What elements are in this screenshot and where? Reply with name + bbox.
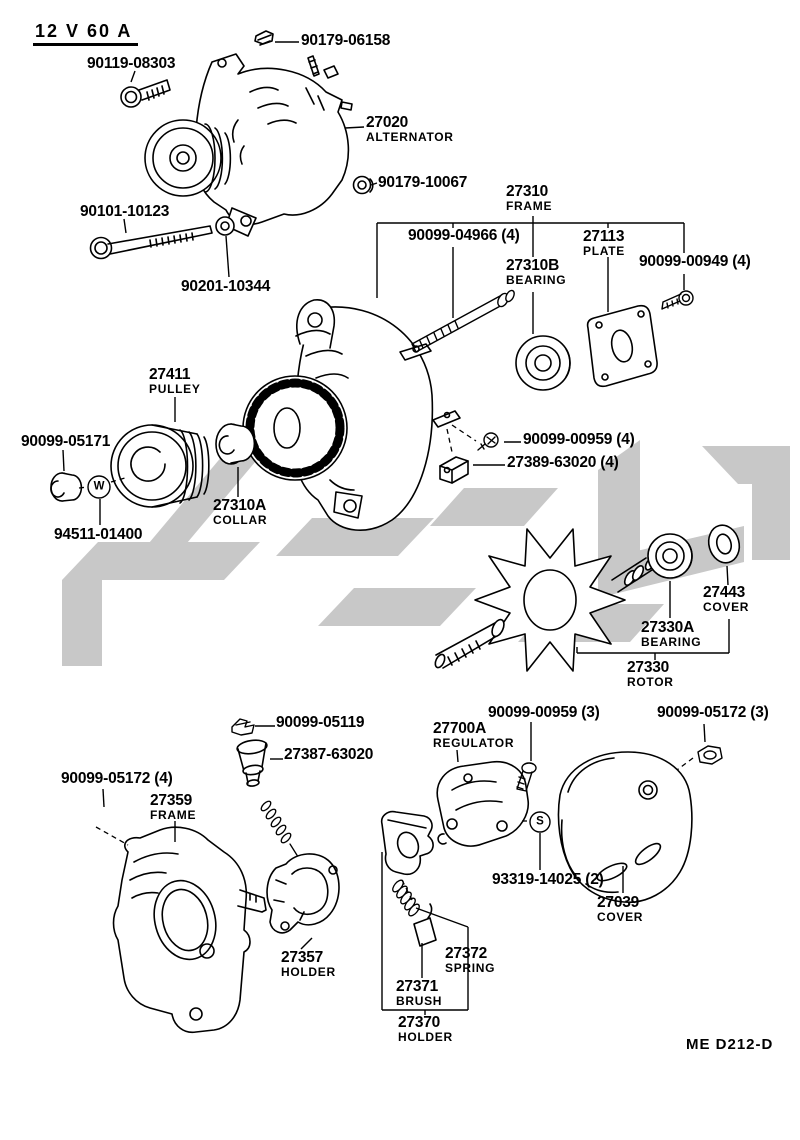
collar-drawing [215, 423, 256, 465]
front-bearing-drawing [515, 335, 571, 391]
long-bolt-icon [89, 225, 213, 260]
clip-icon-05119 [231, 718, 255, 736]
rotor-drawing [434, 528, 656, 672]
spring-screw-drawing [260, 800, 301, 861]
rear-cover-drawing [557, 751, 693, 903]
wing-nut-icon [254, 30, 274, 46]
screw-symbol: S [536, 815, 544, 828]
screw-icon-00959-4 [477, 432, 499, 451]
bolt-icon-90119 [120, 79, 171, 108]
label-90099-05172-3: 90099-05172 (3) [657, 704, 769, 721]
label-90099-04966: 90099-04966 (4) [408, 227, 520, 244]
label-90099-05171: 90099-05171 [21, 433, 111, 450]
bolt-icon-00949 [661, 290, 694, 310]
label-90099-00959-4: 90099-00959 (4) [523, 431, 635, 448]
front-frame-drawing [242, 299, 461, 531]
label-27387-63020: 27387-63020 [284, 746, 374, 763]
stud-icon-04966 [411, 289, 515, 353]
label-94511-01400: 94511-01400 [54, 526, 143, 543]
screw-icon-00959-3 [516, 762, 537, 792]
nut-icon-05171 [50, 472, 83, 502]
label-90099-05119: 90099-05119 [276, 714, 365, 731]
label-90099-05172-4: 90099-05172 (4) [61, 770, 173, 787]
label-90201-10344: 90201-10344 [181, 278, 271, 295]
label-90119-08303: 90119-08303 [87, 55, 176, 72]
holder-27370-drawing [380, 810, 434, 876]
nut-icon-10067 [352, 175, 374, 195]
label-27389-63020: 27389-63020 (4) [507, 454, 619, 471]
page-code: ME D212-D [686, 1036, 774, 1053]
cap-drawing [236, 739, 268, 787]
plate-drawing [586, 304, 658, 388]
label-93319-14025: 93319-14025 (2) [492, 871, 604, 888]
washer-symbol: W [93, 480, 105, 493]
rear-bearing-drawing [647, 533, 693, 579]
brush-drawing [413, 903, 437, 947]
pulley-drawing [110, 424, 210, 508]
insulator-drawing [439, 456, 469, 484]
regulator-drawing [436, 761, 530, 847]
nut-icon-05172-3 [697, 745, 723, 765]
brush-holder-drawing [266, 853, 340, 934]
rating-title: 12 V 60 A [33, 21, 139, 46]
rear-frame-drawing [112, 826, 267, 1034]
label-90179-10067: 90179-10067 [378, 174, 468, 191]
alternator-drawing [144, 53, 353, 237]
spring-drawing [392, 879, 420, 917]
label-90101-10123: 90101-10123 [80, 203, 170, 220]
bearing-cover-drawing [707, 524, 741, 564]
label-90099-00959-3: 90099-00959 (3) [488, 704, 600, 721]
washer-icon-10344 [215, 216, 235, 236]
label-90179-06158: 90179-06158 [301, 32, 391, 49]
label-90099-00949: 90099-00949 (4) [639, 253, 751, 270]
